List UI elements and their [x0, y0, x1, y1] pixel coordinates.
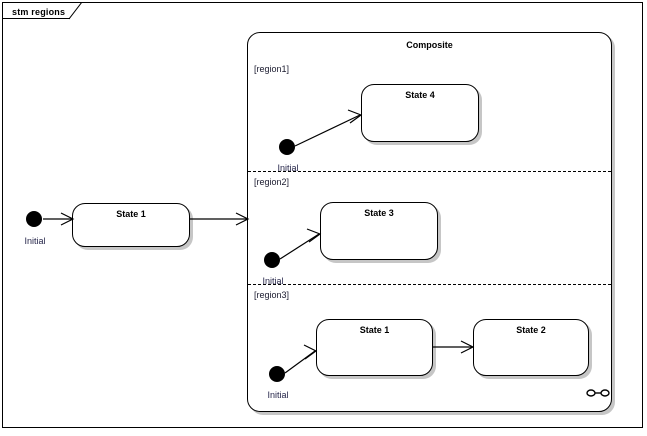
- region-label-region3: [region3]: [254, 290, 290, 300]
- state-region3-state2[interactable]: State 2: [473, 319, 589, 376]
- initial-pseudostate-main[interactable]: [26, 211, 42, 227]
- initial-label-main: Initial: [24, 236, 46, 246]
- region-divider-2: [248, 284, 611, 285]
- region-label-region2: [region2]: [254, 177, 290, 187]
- state-title: State 1: [116, 209, 146, 219]
- initial-pseudostate-region2[interactable]: [264, 252, 280, 268]
- diagram-frame: [2, 2, 643, 428]
- composite-state[interactable]: Composite [region1] [region2] [region3] …: [247, 32, 612, 412]
- initial-label-region3: Initial: [267, 390, 289, 400]
- state-title: State 1: [359, 325, 390, 335]
- diagram-title: stm regions: [12, 7, 66, 17]
- state-title: State 2: [516, 325, 546, 335]
- state-region1-state4[interactable]: State 4: [361, 84, 479, 142]
- region-label-region1: [region1]: [254, 64, 290, 74]
- state-title: State 4: [405, 90, 435, 100]
- state-title: State 3: [364, 208, 394, 218]
- region-divider-1: [248, 171, 611, 172]
- initial-label-region2: Initial: [262, 276, 284, 286]
- initial-pseudostate-region3[interactable]: [269, 366, 285, 382]
- composite-decomposition-icon: [586, 389, 610, 397]
- state-region2-state3[interactable]: State 3: [320, 202, 438, 260]
- initial-pseudostate-region1[interactable]: [279, 139, 295, 155]
- state-region3-state1[interactable]: State 1: [316, 319, 433, 376]
- composite-title: Composite: [406, 40, 453, 50]
- diagram-frame-tab: stm regions: [2, 2, 70, 19]
- frame-tab-slant-icon: [69, 2, 83, 20]
- initial-label-region1: Initial: [277, 163, 299, 173]
- state-main-state1[interactable]: State 1: [72, 203, 190, 247]
